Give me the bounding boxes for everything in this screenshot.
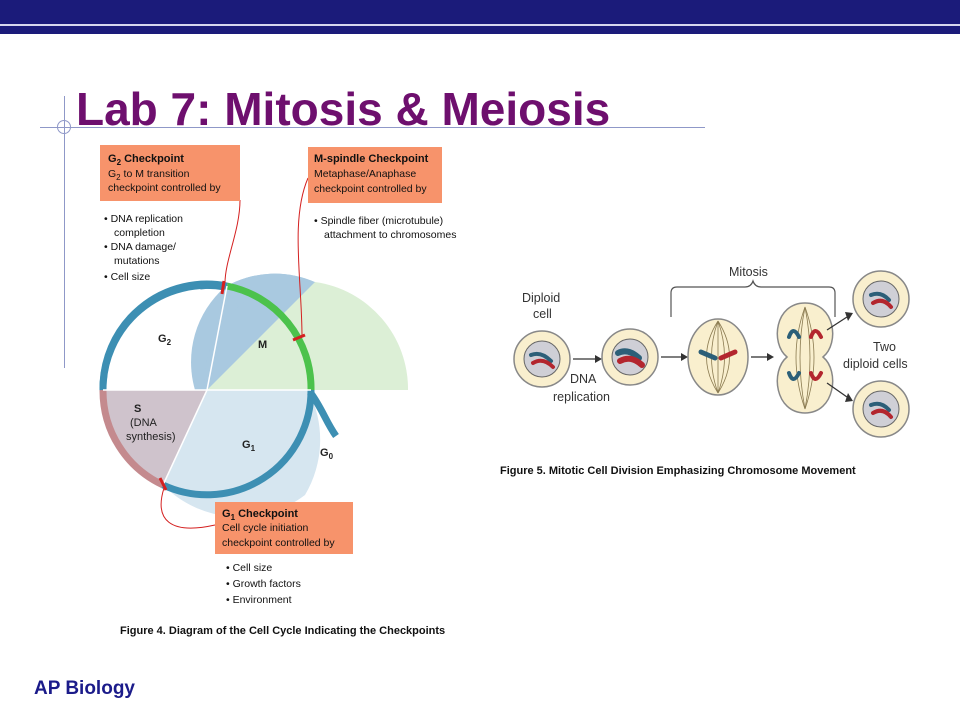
- m-checkpoint-box: [308, 147, 442, 203]
- decorative-vertical-line: [64, 96, 65, 368]
- top-bar-stripe: [0, 24, 960, 26]
- anaphase-chromosome-red-top: [809, 329, 823, 339]
- m-label: M: [258, 339, 267, 351]
- m-checkpoint-title: M-spindle Checkpoint: [314, 153, 429, 165]
- anaphase-chromosome-blue-top: [787, 329, 801, 339]
- g2-bullet-2: • DNA damage/: [104, 241, 176, 253]
- g2-label: G2: [158, 333, 172, 347]
- crosshair-icon: [57, 120, 71, 134]
- g1-ring: [161, 389, 315, 499]
- g0-label: G0: [320, 447, 334, 461]
- ring-g2-main: [99, 280, 228, 391]
- g1-checkpoint-box: [215, 502, 353, 554]
- g1-sector: [163, 390, 321, 517]
- s-label-line2: (DNA: [130, 417, 158, 429]
- g1-connector: [160, 487, 216, 529]
- g1-label: G1: [242, 439, 256, 453]
- g2-bullet-1b: completion: [114, 227, 165, 239]
- daughter-top-chromosome-red: [871, 298, 893, 309]
- g2-checkpoint-line2: checkpoint controlled by: [108, 182, 221, 194]
- chromosome-red-1: [531, 358, 555, 369]
- g1-bullet-3: • Environment: [226, 594, 292, 606]
- chromosome-blue-2: [615, 348, 642, 361]
- arrow-4-up: [826, 316, 848, 331]
- diploid-label-line2: cell: [533, 307, 552, 321]
- metaphase-chromosome-red: [718, 349, 738, 361]
- metaphase-chromosome-blue: [698, 349, 718, 361]
- anaphase-cell: [776, 302, 834, 414]
- s-sector: [102, 390, 207, 485]
- g1-checkpoint-title: G1 Checkpoint: [222, 508, 298, 522]
- mitosis-label: Mitosis: [729, 265, 768, 279]
- m-bullet-1: • Spindle fiber (microtubule): [314, 215, 443, 227]
- divider-g2-m: [206, 285, 228, 391]
- daughter-bottom-chromosome-blue: [869, 401, 891, 412]
- chromosome-blue-1: [529, 351, 553, 363]
- m-checkpoint-line2: checkpoint controlled by: [314, 183, 427, 195]
- anaphase-chromosome-blue-bottom: [787, 371, 801, 381]
- g2-checkpoint-title: G2 Checkpoint: [108, 153, 184, 167]
- figure4-caption: Figure 4. Diagram of the Cell Cycle Indi…: [120, 625, 445, 637]
- daughter-top-chromosome-blue: [869, 291, 891, 302]
- g2-bullet-3: • Cell size: [104, 271, 150, 283]
- g1-checkpoint-line2: checkpoint controlled by: [222, 537, 335, 549]
- anaphase-chromosome-red-bottom: [809, 371, 823, 381]
- decorative-horizontal-line: [40, 127, 705, 128]
- s-ring: [99, 389, 165, 489]
- g1-checkpoint-line1: Cell cycle initiation: [222, 522, 309, 534]
- figure4-cell-cycle: G2 M S (DNA synthesis) G1 G0 G2 Checkpoi…: [99, 145, 456, 637]
- dna-label-line1: DNA: [570, 372, 597, 386]
- figure5-mitosis: Mitosis Diploid cell DNA replication Two…: [500, 265, 910, 477]
- top-bar: [0, 0, 960, 34]
- daughter-bottom-chromosome-red: [871, 408, 893, 419]
- s-label: S: [134, 403, 141, 415]
- figure5-caption: Figure 5. Mitotic Cell Division Emphasiz…: [500, 465, 856, 477]
- arrow-4-down: [826, 382, 848, 398]
- divider-s-g1: [162, 389, 208, 486]
- g0-branch: [307, 389, 339, 439]
- m-bullet-1b: attachment to chromosomes: [324, 229, 456, 241]
- s-label-line3: synthesis): [126, 431, 176, 443]
- mitosis-bracket: [670, 279, 836, 317]
- anaphase-spindle: [795, 306, 815, 410]
- arrow-4-down-head: [845, 393, 853, 402]
- arrow-2-head: [681, 353, 688, 361]
- chromosome-red-2: [617, 355, 645, 368]
- g1-checkpoint-mark: [158, 477, 168, 491]
- m-checkpoint-mark: [292, 333, 306, 342]
- diploid-label-line1: Diploid: [522, 291, 560, 305]
- g2-checkpoint-line1: G2 to M transition: [108, 168, 190, 182]
- two-label-line1: Two: [873, 340, 896, 354]
- g2-checkpoint-box: [100, 145, 240, 201]
- m-connector: [297, 177, 309, 338]
- g1-bullet-1: • Cell size: [226, 562, 272, 574]
- dna-label-line2: replication: [553, 390, 610, 404]
- m-checkpoint-line1: Metaphase/Anaphase: [314, 168, 416, 180]
- footer-label: AP Biology: [34, 678, 135, 699]
- two-label-line2: diploid cells: [843, 357, 908, 371]
- m-ring: [226, 282, 315, 391]
- slide-title: Lab 7: Mitosis & Meiosis: [76, 83, 611, 135]
- g2-bullet-2b: mutations: [114, 255, 160, 267]
- g1-bullet-2: • Growth factors: [226, 578, 301, 590]
- g2-checkpoint-mark: [220, 280, 226, 295]
- arrow-4-up-head: [845, 312, 853, 321]
- g2-bullet-1: • DNA replication: [104, 213, 183, 225]
- g2-connector: [224, 199, 241, 284]
- arrow-1-head: [595, 355, 602, 363]
- g2-sector-fill: [204, 281, 315, 390]
- m-sector: [207, 282, 409, 390]
- arrow-3-head: [767, 353, 774, 361]
